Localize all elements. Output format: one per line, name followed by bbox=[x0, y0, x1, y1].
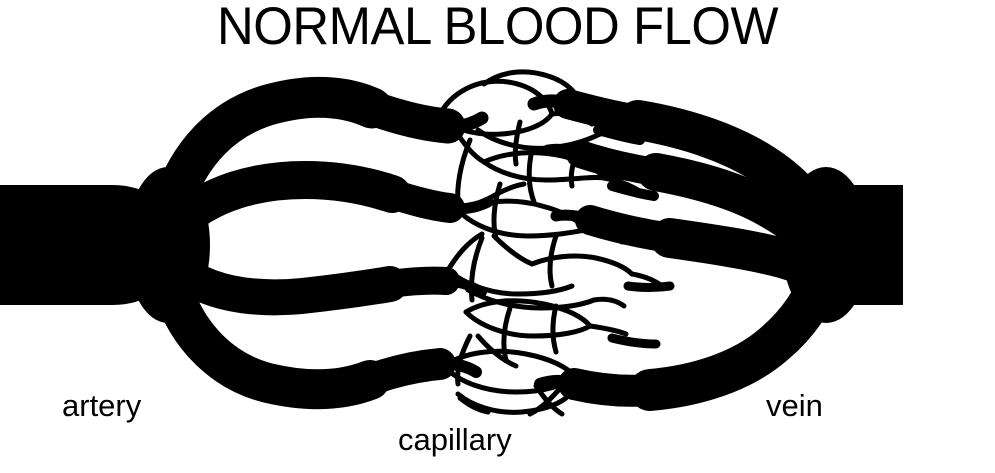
arteriole-3 bbox=[158, 250, 408, 316]
artery-label: artery bbox=[62, 388, 142, 423]
capillary-seg-31 bbox=[457, 395, 491, 415]
capillary-cross-32 bbox=[455, 137, 473, 209]
capillary-cross-38 bbox=[550, 303, 559, 355]
capillary-cross-42 bbox=[512, 119, 523, 167]
capillary-loop-17 bbox=[529, 253, 635, 277]
venule-group bbox=[527, 89, 844, 411]
page-title: NORMAL BLOOD FLOW bbox=[216, 0, 779, 56]
arteriole-4-mid bbox=[354, 348, 456, 396]
arteriole-3-tail bbox=[441, 276, 487, 297]
capillary-loop-24 bbox=[463, 309, 593, 339]
vein-trunk-body bbox=[812, 185, 903, 305]
capillary-seg-25 bbox=[587, 323, 629, 337]
capillary-cross-39 bbox=[455, 333, 473, 387]
vein-label: vein bbox=[766, 388, 823, 423]
capillary-loop-23 bbox=[463, 298, 593, 329]
artery-trunk bbox=[0, 185, 168, 305]
capillary-seg-22 bbox=[591, 296, 627, 309]
venule-tributary-2 bbox=[607, 181, 659, 201]
arteriole-3-mid bbox=[376, 266, 460, 298]
capillary-loop-30 bbox=[455, 391, 569, 415]
arteriole-2-mid bbox=[377, 179, 465, 223]
capillary-loop-21 bbox=[465, 287, 597, 311]
capillary-cross-34 bbox=[491, 181, 503, 241]
capillary-cross-33 bbox=[526, 147, 537, 205]
venule-tributary-3 bbox=[623, 281, 675, 292]
capillary-seg-26 bbox=[475, 333, 519, 369]
capillary-loop-14 bbox=[457, 209, 589, 239]
arteriole-1-mid bbox=[354, 90, 466, 144]
venule-tributary-4 bbox=[607, 333, 661, 349]
arteriole-2 bbox=[157, 161, 411, 244]
capillary-seg-16 bbox=[491, 233, 535, 267]
capillary-seg-12 bbox=[483, 181, 527, 203]
arteriole-1 bbox=[151, 76, 393, 226]
capillary-label: capillary bbox=[398, 422, 512, 457]
venule-tributary-1 bbox=[593, 125, 645, 145]
arteriole-group bbox=[151, 76, 494, 410]
capillary-loop-20 bbox=[445, 267, 575, 297]
capillary-seg-19 bbox=[445, 231, 485, 273]
capillary-cross-37 bbox=[501, 305, 513, 363]
arteriole-4 bbox=[152, 268, 390, 410]
capillary-cross-35 bbox=[547, 233, 559, 289]
capillary-loop-10 bbox=[481, 159, 607, 183]
capillary-cross-36 bbox=[469, 235, 485, 303]
vein-trunk-group bbox=[782, 167, 903, 323]
